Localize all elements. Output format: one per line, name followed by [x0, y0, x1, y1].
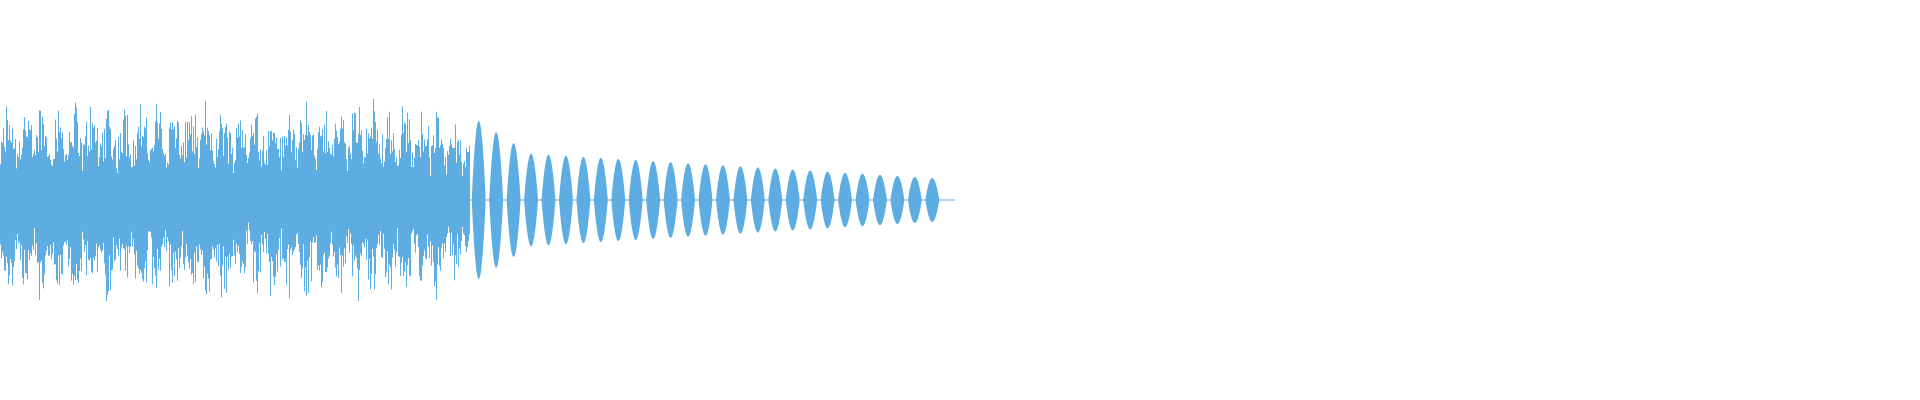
waveform-pulse	[524, 153, 539, 247]
waveform-pulse	[681, 163, 696, 237]
waveform-pulse	[733, 166, 748, 234]
waveform-pulse	[611, 158, 626, 242]
waveform-pulse	[785, 169, 800, 231]
waveform-pulse	[890, 175, 905, 225]
waveform-pulse-region	[471, 120, 940, 280]
waveform-pulse	[628, 160, 643, 240]
waveform-pulse	[820, 171, 835, 229]
waveform-pulse	[803, 170, 818, 230]
waveform-pulse	[855, 173, 870, 227]
waveform-pulse	[663, 162, 678, 238]
waveform-pulse	[576, 156, 591, 244]
waveform-pulse	[907, 176, 922, 224]
waveform-pulse	[471, 120, 486, 280]
waveform-pulse	[489, 132, 504, 268]
waveform-pulse	[768, 168, 783, 232]
waveform-pulse	[646, 161, 661, 239]
waveform-pulse	[541, 154, 556, 246]
waveform-pulse	[593, 157, 608, 243]
waveform-pulse	[925, 178, 940, 222]
waveform-pulse	[698, 164, 713, 236]
waveform-pulse	[872, 174, 887, 226]
waveform-pulse	[838, 172, 853, 228]
waveform-pulse	[558, 155, 573, 245]
waveform-pulse	[715, 165, 730, 235]
waveform-pulse	[750, 167, 765, 233]
waveform-pulse	[506, 143, 521, 257]
waveform-dense-region	[0, 98, 470, 302]
